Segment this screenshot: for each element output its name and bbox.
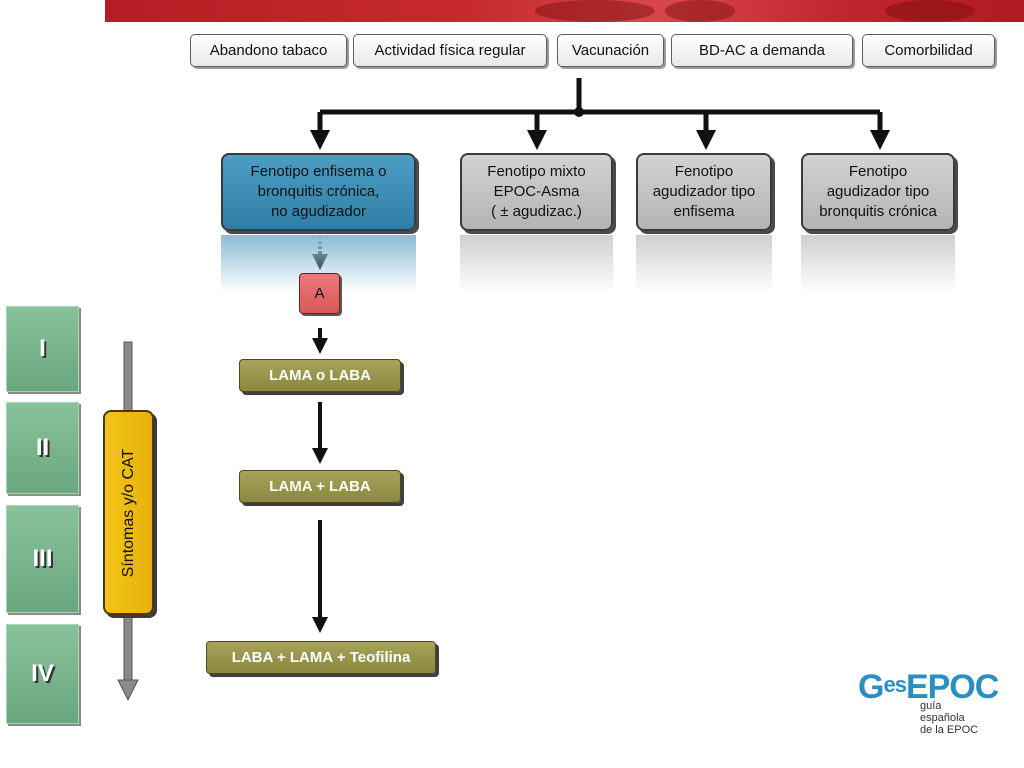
symptoms-cat-box: Síntomas y/o CAT	[103, 410, 154, 615]
phenotype-exacerbator-emphysema: Fenotipo agudizador tipo enfisema	[636, 153, 772, 231]
intervention-bd-ac: BD-AC a demanda	[671, 34, 853, 67]
symptoms-label: Síntomas y/o CAT	[119, 448, 137, 577]
severity-label: IV	[31, 660, 54, 687]
intervention-comorbidity: Comorbilidad	[862, 34, 995, 67]
severity-label: III	[32, 545, 53, 572]
phenotype-a-box: A	[299, 273, 340, 314]
treatment-triple-theophylline: LABA + LAMA + Teofilina	[206, 641, 436, 674]
phenotype-reflection	[636, 235, 772, 293]
branch-node	[574, 107, 584, 117]
severity-label: II	[35, 434, 50, 461]
treatment-lama-or-laba: LAMA o LABA	[239, 359, 401, 392]
severity-label: I	[39, 335, 46, 362]
intervention-label: Abandono tabaco	[209, 42, 328, 59]
severity-level-2: II	[6, 402, 79, 494]
treatment-lama-plus-laba: LAMA + LABA	[239, 470, 401, 503]
phenotype-label: Fenotipo agudizador tipo enfisema	[652, 163, 756, 220]
branch-connector	[310, 78, 890, 150]
logo-brand: GesEPOC	[858, 668, 999, 706]
severity-level-1: I	[6, 306, 79, 392]
intervention-label: Vacunación	[571, 42, 650, 59]
phenotype-label: Fenotipo agudizador tipo bronquitis crón…	[819, 163, 937, 220]
severity-level-4: IV	[6, 624, 79, 724]
intervention-label: Comorbilidad	[884, 42, 973, 59]
phenotype-reflection	[801, 235, 955, 293]
phenotype-reflection	[460, 235, 613, 293]
intervention-vaccination: Vacunación	[557, 34, 664, 67]
treatment-label: LAMA o LABA	[269, 367, 371, 384]
phenotype-label: Fenotipo mixto EPOC-Asma ( ± agudizac.)	[487, 163, 586, 220]
phenotype-exacerbator-chronic-bronchitis: Fenotipo agudizador tipo bronquitis crón…	[801, 153, 955, 231]
treatment-label: LABA + LAMA + Teofilina	[231, 649, 411, 666]
intervention-label: BD-AC a demanda	[699, 42, 825, 59]
intervention-physical-activity: Actividad física regular	[353, 34, 547, 67]
severity-level-3: III	[6, 505, 79, 613]
gesepoc-logo: GesEPOC guía española de la EPOC	[858, 668, 1018, 738]
intervention-label: Actividad física regular	[374, 42, 526, 59]
header-band	[105, 0, 1024, 22]
phenotype-a-label: A	[314, 285, 325, 302]
phenotype-label: Fenotipo enfisema o bronquitis crónica, …	[250, 163, 387, 220]
intervention-smoking-cessation: Abandono tabaco	[190, 34, 347, 67]
logo-tagline: guía española de la EPOC	[920, 700, 979, 736]
treatment-label: LAMA + LABA	[269, 478, 371, 495]
phenotype-mixed-copd-asthma: Fenotipo mixto EPOC-Asma ( ± agudizac.)	[460, 153, 613, 231]
phenotype-no-exacerbator: Fenotipo enfisema o bronquitis crónica, …	[221, 153, 416, 231]
